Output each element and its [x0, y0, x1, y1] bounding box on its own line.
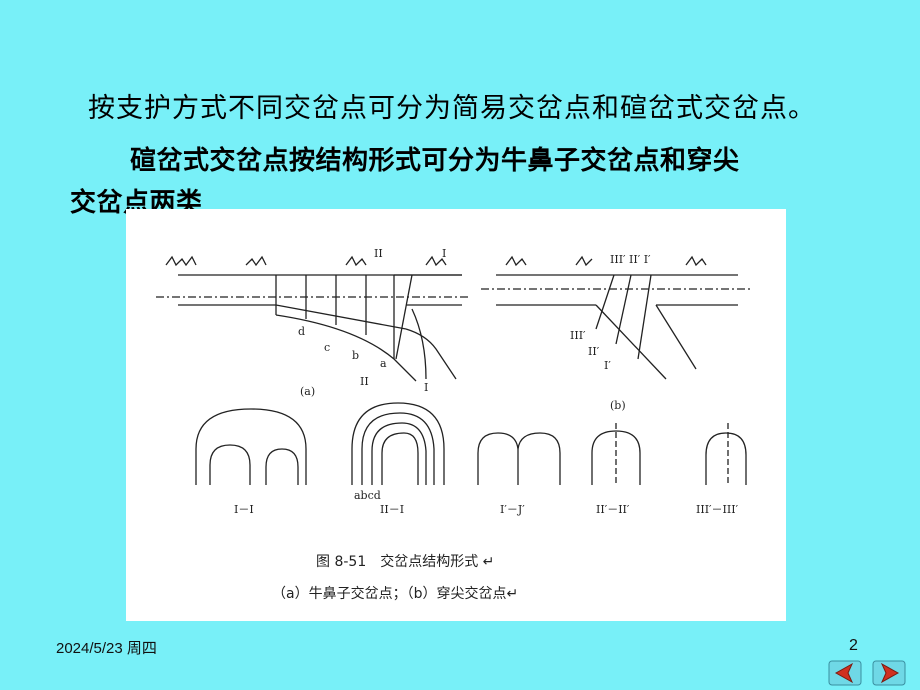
page-number: 2 — [849, 637, 858, 654]
top-marks-b: III′ II′ I′ — [610, 253, 651, 266]
curve-label-b: b — [352, 349, 359, 362]
slide-text-line-1: 按支护方式不同交岔点可分为简易交岔点和碹岔式交岔点。 — [88, 93, 816, 124]
side-mark-b-3: III′ — [570, 329, 586, 342]
slide-text-line-2: 碹岔式交岔点按结构形式可分为牛鼻子交岔点和穿尖 — [130, 146, 740, 176]
section-label-5: III′－III′ — [696, 503, 739, 516]
curve-label-d: a — [380, 357, 387, 370]
next-slide-button[interactable] — [872, 660, 906, 686]
bottom-abcd-label: abcd — [354, 489, 381, 502]
section-label-1: I－I — [234, 503, 254, 516]
junction-structure-figure: (a) (b) d c b a II I II I III′ II′ I′ II… — [126, 209, 786, 621]
bottom-mark-a-1: I — [424, 381, 428, 394]
arrow-left-icon — [828, 660, 862, 686]
figure-caption-title: 图 8-51 交岔点结构形式 ↵ — [316, 554, 495, 570]
figure-caption-subtitle: （a）牛鼻子交岔点；（b）穿尖交岔点↵ — [272, 586, 519, 602]
arrow-right-icon — [872, 660, 906, 686]
side-mark-b-1: I′ — [604, 359, 611, 372]
sections-b — [477, 423, 747, 485]
section-label-4: II′－II′ — [596, 503, 630, 516]
bottom-mark-a-2: II — [360, 375, 369, 388]
section-label-2: II－I — [380, 503, 404, 516]
section-label-3: I′－J′ — [500, 503, 525, 516]
sections-a — [195, 402, 445, 485]
figure-label-a: (a) — [300, 385, 315, 398]
top-mark-a-2: II — [374, 247, 383, 260]
footer-date: 2024/5/23 周四 — [56, 640, 157, 657]
curve-label-c: c — [324, 341, 330, 354]
diagram-a-plan — [156, 255, 471, 382]
top-mark-a-1: I — [442, 247, 446, 260]
figure-label-b: (b) — [610, 399, 626, 412]
curve-label-a: d — [298, 325, 305, 338]
side-mark-b-2: II′ — [588, 345, 600, 358]
previous-slide-button[interactable] — [828, 660, 862, 686]
diagram-b-plan — [481, 255, 751, 380]
figure-drawing: (a) (b) d c b a II I II I III′ II′ I′ II… — [156, 247, 751, 516]
